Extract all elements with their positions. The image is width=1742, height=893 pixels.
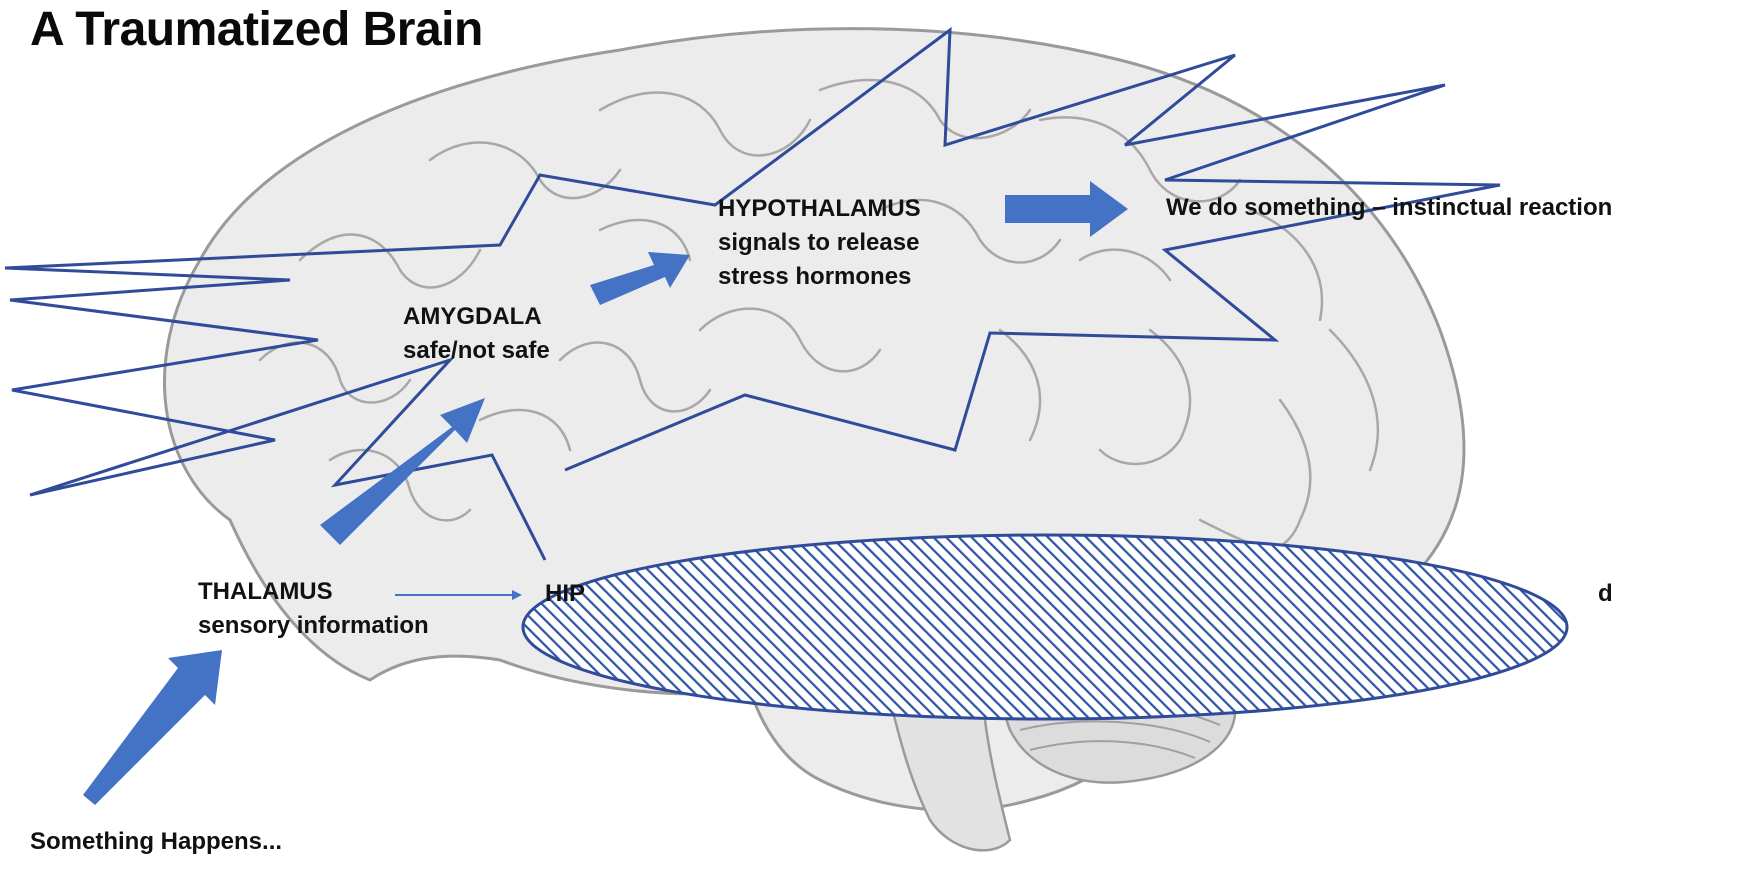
amygdala-name: AMYGDALA xyxy=(403,300,550,334)
page-title: A Traumatized Brain xyxy=(30,2,483,57)
hatched-redaction-ellipse xyxy=(523,535,1567,719)
amygdala-desc: safe/not safe xyxy=(403,334,550,368)
reaction-label: We do something – instinctual reaction xyxy=(1166,194,1612,222)
hypothalamus-label: HYPOTHALAMUS signals to release stress h… xyxy=(718,192,921,294)
trigger-label: Something Happens... xyxy=(30,828,282,856)
hypothalamus-line3: stress hormones xyxy=(718,260,921,294)
arrow-trigger-to-thalamus xyxy=(83,650,222,805)
brain-illustration xyxy=(164,29,1464,851)
thalamus-desc: sensory information xyxy=(198,609,429,643)
thalamus-label: THALAMUS sensory information xyxy=(198,575,429,643)
hippocampus-partial-label: HIP xyxy=(545,580,585,608)
amygdala-label: AMYGDALA safe/not safe xyxy=(403,300,550,368)
right-partial-label: d xyxy=(1598,580,1613,608)
thalamus-name: THALAMUS xyxy=(198,575,429,609)
hypothalamus-line2: signals to release xyxy=(718,226,921,260)
hypothalamus-name: HYPOTHALAMUS xyxy=(718,192,921,226)
